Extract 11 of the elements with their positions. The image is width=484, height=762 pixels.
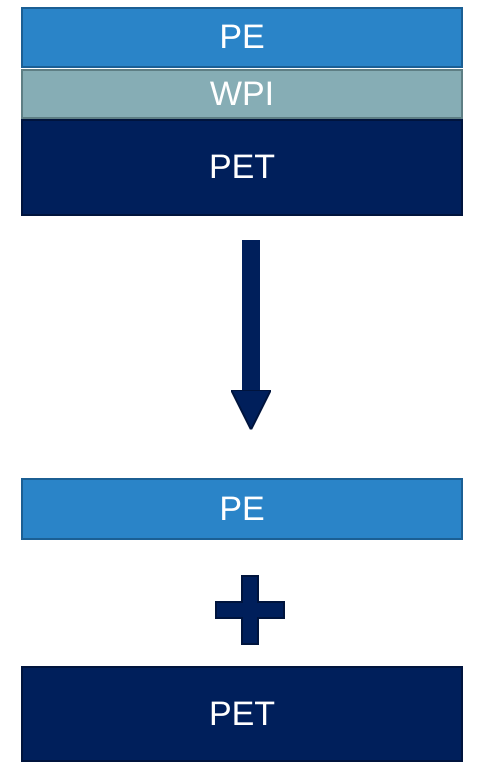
layer-name: PE bbox=[219, 490, 265, 528]
layer-band bbox=[21, 478, 463, 540]
layer-band bbox=[21, 119, 463, 216]
layer-band bbox=[21, 7, 463, 68]
layer-name: PET bbox=[208, 694, 276, 734]
layer-name: PE bbox=[219, 18, 265, 57]
layer-name: WPI bbox=[210, 74, 274, 114]
layer-band bbox=[21, 69, 463, 119]
layer-band bbox=[21, 666, 463, 762]
layer-name: PET bbox=[208, 148, 276, 187]
arrow bbox=[230, 240, 272, 431]
